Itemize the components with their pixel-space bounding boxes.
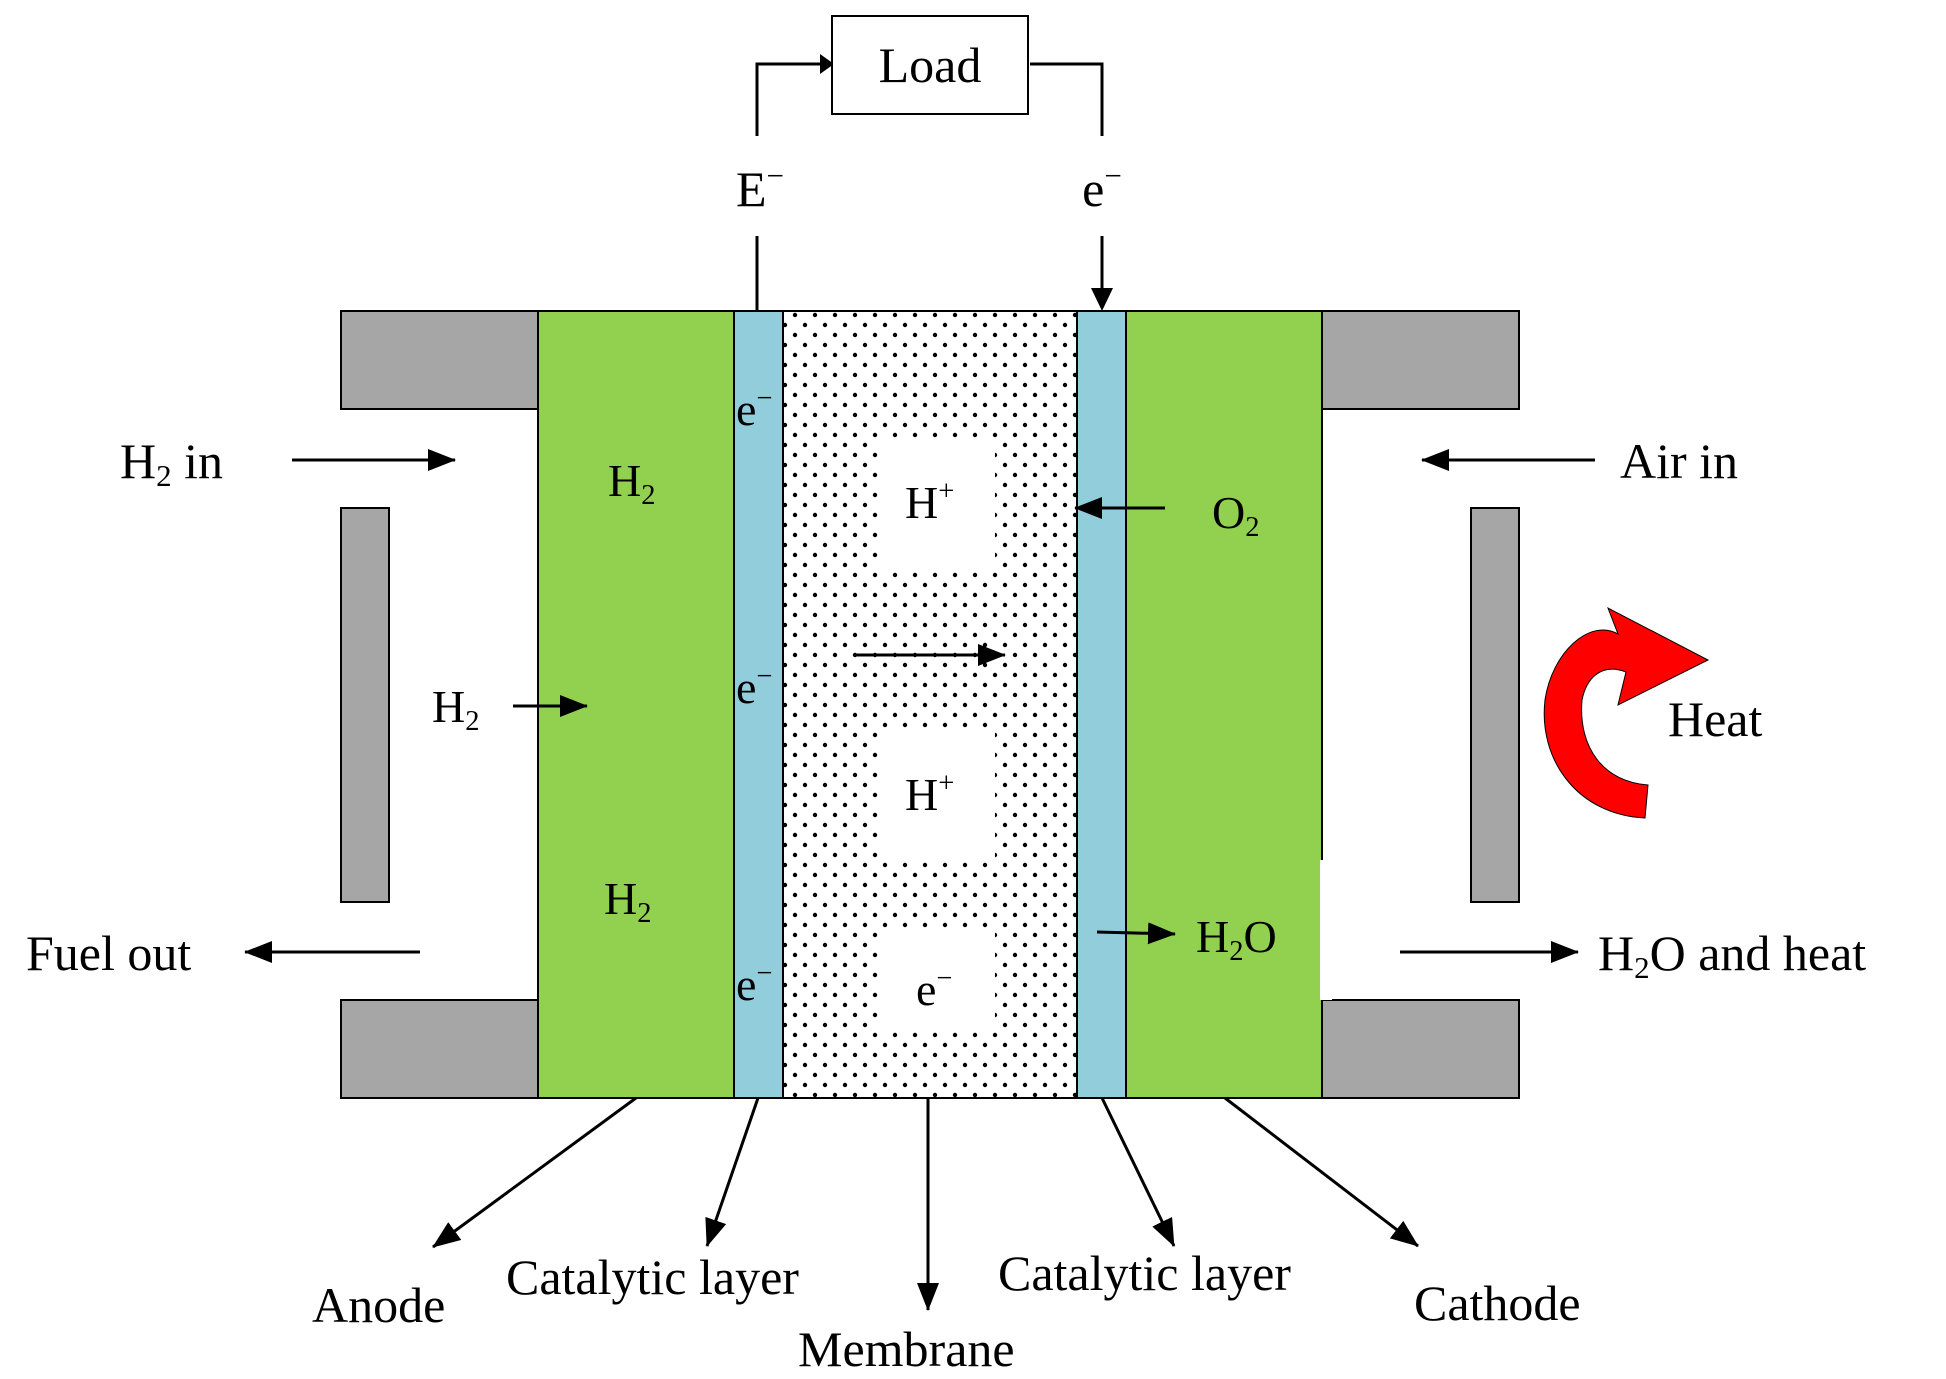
h-plus-top: H+ xyxy=(905,476,954,528)
e-membrane: e− xyxy=(916,963,953,1015)
e-catalyst-mid: e− xyxy=(736,661,773,713)
membrane-label: Membrane xyxy=(798,1321,1015,1377)
fuel-out-label: Fuel out xyxy=(26,925,191,981)
catalytic-layer-left-label: Catalytic layer xyxy=(506,1249,799,1305)
plate-side-right xyxy=(1470,507,1520,903)
h2-in-label: H2 in xyxy=(120,433,223,493)
heat-label: Heat xyxy=(1668,691,1762,747)
h-plus-bottom: H+ xyxy=(905,768,954,820)
load-label: Load xyxy=(879,37,982,93)
plate-bottom-left xyxy=(340,999,539,1099)
catalytic-layer-left xyxy=(733,310,784,1099)
anode-label: Anode xyxy=(312,1277,445,1333)
heat-arrow-icon xyxy=(1543,606,1710,819)
plate-top-right xyxy=(1321,310,1520,410)
cathode-region xyxy=(1125,310,1323,1099)
flow-arrows xyxy=(244,449,1595,963)
wire-left-label: E− xyxy=(736,158,784,217)
h2o-heat-label: H2O and heat xyxy=(1598,925,1866,985)
catalytic-layer-right-label: Catalytic layer xyxy=(998,1245,1291,1301)
h2-anode-bottom: H2 xyxy=(604,873,652,929)
e-catalyst-bottom: e− xyxy=(736,958,773,1010)
load-box xyxy=(831,15,1029,115)
o2-label: O2 xyxy=(1212,487,1260,543)
plate-bottom-right xyxy=(1321,999,1520,1099)
plate-side-left xyxy=(340,507,390,903)
end-plates xyxy=(340,310,1520,1099)
e-catalyst-top: e− xyxy=(736,383,773,435)
plate-top-left xyxy=(340,310,539,410)
wire-right-label: e− xyxy=(1082,158,1122,217)
air-in-label: Air in xyxy=(1620,433,1738,489)
h2o-cathode: H2O xyxy=(1196,911,1277,967)
h2-inlet-side: H2 xyxy=(432,681,480,737)
h2-anode-top: H2 xyxy=(608,455,656,511)
catalytic-layer-right xyxy=(1076,310,1127,1099)
part-leaders xyxy=(432,1096,1419,1311)
cathode-label: Cathode xyxy=(1414,1275,1581,1331)
